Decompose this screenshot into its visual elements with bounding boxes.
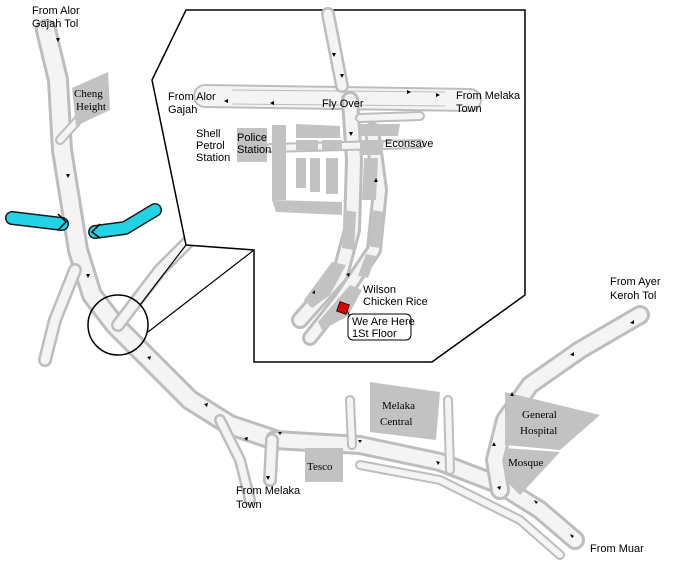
inset-label-police-2: Station <box>237 144 271 156</box>
we-are-here-callout <box>347 313 412 341</box>
inset-label-from-melaka-town-2: Town <box>456 103 482 115</box>
label-from-melaka-town: From Melaka <box>236 485 301 497</box>
inset-label-from-melaka-town: From Melaka <box>456 90 521 102</box>
label-from-alor-gajah-tol-2: Gajah Tol <box>32 18 78 30</box>
inset-label-we-are-here-2: 1St Floor <box>352 328 397 340</box>
river <box>5 203 162 239</box>
label-melaka-central: Melaka <box>382 400 415 412</box>
cheng-height-building <box>72 72 110 126</box>
inset-label-wilson-2: Chicken Rice <box>363 296 428 308</box>
you-are-here-marker <box>336 301 350 315</box>
inset-map <box>151 7 526 363</box>
inset-labels: From Alor Gajah Fly Over From Melaka Tow… <box>168 90 521 340</box>
main-roads <box>35 19 650 560</box>
label-cheng-height-2: Height <box>76 101 106 113</box>
melaka-central-building <box>370 382 440 440</box>
label-tesco: Tesco <box>307 461 333 473</box>
inset-label-shell-3: Station <box>196 152 230 164</box>
inset-label-shell: Shell <box>196 128 220 140</box>
label-from-ayer-keroh-tol: From Ayer <box>610 276 661 288</box>
main-buildings <box>72 72 600 495</box>
label-from-melaka-town-2: Town <box>236 499 262 511</box>
main-labels: From Alor Gajah Tol Cheng Height From Ay… <box>32 5 661 555</box>
main-direction-arrows <box>56 38 634 538</box>
inset-label-we-are-here: We Are Here <box>352 316 415 328</box>
zoom-circle <box>87 294 149 356</box>
tesco-building <box>305 448 343 482</box>
label-cheng-height: Cheng <box>74 88 103 100</box>
zoom-callout <box>87 244 255 356</box>
mosque-building <box>505 448 560 495</box>
inset-label-fly-over: Fly Over <box>322 98 364 110</box>
inset-label-from-alor-gajah-2: Gajah <box>168 104 197 116</box>
inset-label-police: Police <box>237 132 267 144</box>
general-hospital-building <box>505 392 600 450</box>
label-from-ayer-keroh-tol-2: Keroh Tol <box>610 290 656 302</box>
label-mosque: Mosque <box>508 457 544 469</box>
inset-label-from-alor-gajah: From Alor <box>168 91 216 103</box>
inset-label-wilson: Wilson <box>363 284 396 296</box>
label-general-hospital-2: Hospital <box>520 425 557 437</box>
inset-label-econsave: Econsave <box>385 138 433 150</box>
label-melaka-central-2: Central <box>380 416 412 428</box>
label-from-muar: From Muar <box>590 543 644 555</box>
label-from-alor-gajah-tol: From Alor <box>32 5 80 17</box>
label-general-hospital: General <box>522 409 557 421</box>
inset-label-shell-2: Petrol <box>196 140 225 152</box>
